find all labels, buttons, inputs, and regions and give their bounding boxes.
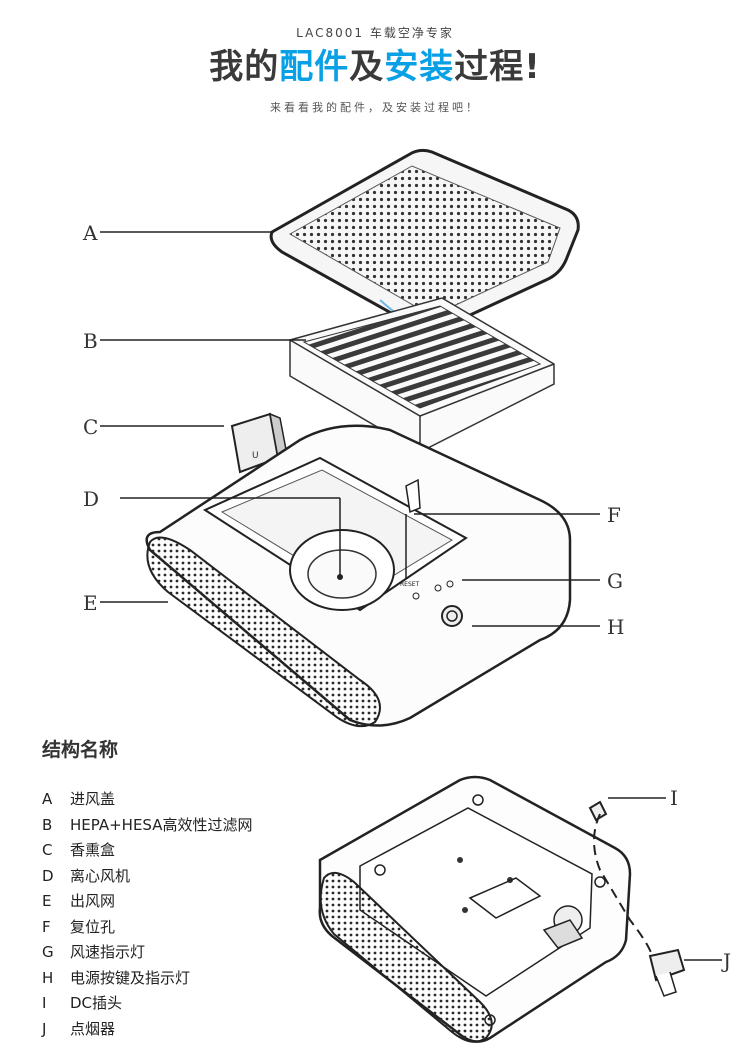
part-key: E: [42, 892, 52, 910]
part-key: I: [42, 994, 47, 1012]
header: LAC8001 车载空净专家 我的配件及安装过程! 来看看我的配件，及安装过程吧…: [0, 0, 750, 115]
part-name: 复位孔: [70, 917, 116, 936]
callout-b: B: [83, 329, 98, 353]
exploded-diagram: U RESET A B C D: [82, 148, 624, 728]
callout-g: G: [607, 569, 623, 593]
title-part-1: 我的: [209, 47, 280, 87]
list-item: G 风速指示灯: [42, 941, 253, 967]
part-name: 点烟器: [70, 1019, 116, 1038]
callout-j: J: [721, 949, 731, 973]
callout-lines-bottom: [608, 797, 722, 961]
part-name: 进风盖: [70, 790, 116, 808]
callout-a: A: [82, 221, 98, 245]
list-item: J 点烟器: [42, 1018, 253, 1044]
hepa-filter: [289, 297, 555, 453]
part-name: 离心风机: [70, 866, 131, 885]
part-key: C: [42, 841, 53, 859]
part-name: 出风网: [70, 892, 116, 910]
main-body: RESET: [145, 424, 572, 728]
part-key: G: [42, 943, 54, 961]
reset-label: RESET: [400, 581, 420, 588]
tagline: 来看看我的配件，及安装过程吧！: [270, 101, 480, 114]
part-name: HEPA+HESA高效性过滤网: [70, 815, 253, 834]
part-key: H: [42, 968, 54, 987]
part-key: J: [42, 1019, 47, 1038]
list-item: I DC插头: [42, 992, 253, 1018]
section-title: 结构名称: [42, 739, 119, 761]
svg-text:U: U: [252, 451, 259, 461]
list-item: H 电源按键及指示灯: [42, 967, 253, 993]
callout-e: E: [83, 591, 98, 615]
list-item: B HEPA+HESA高效性过滤网: [42, 814, 253, 840]
title-part-3: 过程!: [454, 47, 541, 87]
callout-d: D: [83, 487, 99, 511]
part-key: F: [42, 917, 51, 936]
callout-c: C: [83, 415, 98, 439]
model-line: LAC8001 车载空净专家: [296, 26, 454, 40]
list-item: A 进风盖: [42, 788, 253, 814]
intake-cover: [269, 148, 580, 333]
list-item: E 出风网: [42, 890, 253, 916]
part-key: B: [42, 815, 53, 834]
part-name: DC插头: [70, 994, 123, 1012]
unit-underside: [318, 775, 632, 1043]
callout-f: F: [607, 503, 621, 527]
callout-lines: [100, 231, 600, 627]
list-item: F 复位孔: [42, 916, 253, 942]
part-name: 风速指示灯: [70, 943, 146, 961]
part-key: D: [42, 866, 54, 885]
title-accent-1: 配件: [279, 47, 350, 87]
list-item: D 离心风机: [42, 865, 253, 891]
page-title: 我的配件及安装过程!: [0, 47, 750, 87]
part-name: 电源按键及指示灯: [70, 968, 191, 987]
bottom-view-diagram: I J: [318, 775, 731, 1043]
callout-h: H: [607, 615, 624, 639]
title-part-2: 及: [349, 47, 385, 87]
aroma-box: U: [230, 412, 289, 474]
list-item: C 香熏盒: [42, 839, 253, 865]
part-key: A: [42, 790, 53, 808]
power-cord: [588, 800, 686, 997]
part-name: 香熏盒: [70, 841, 116, 859]
title-accent-2: 安装: [384, 47, 455, 87]
callout-i: I: [670, 786, 678, 810]
